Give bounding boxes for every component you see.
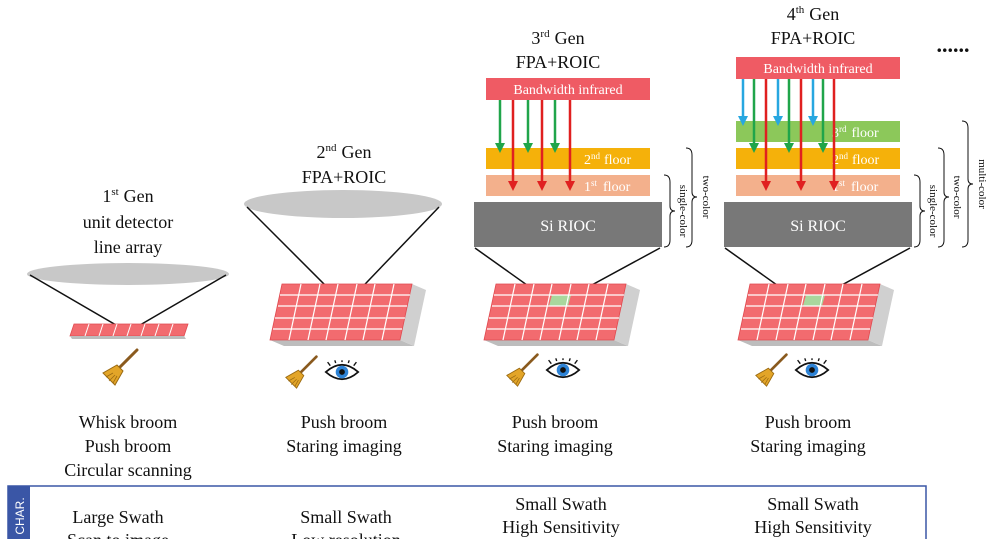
broom-icon bbox=[754, 353, 788, 388]
gen-title-line: FPA+ROIC bbox=[771, 28, 856, 48]
optics-lens bbox=[27, 263, 229, 285]
characteristic: Large Swath bbox=[72, 507, 163, 527]
eye-icon bbox=[545, 358, 581, 379]
svg-text:two-color: two-color bbox=[951, 176, 963, 219]
bracket-two-color: two-color bbox=[685, 147, 712, 248]
svg-text:two-color: two-color bbox=[700, 176, 712, 219]
scan-mode: Push broom bbox=[85, 436, 172, 456]
scan-mode: Push broom bbox=[512, 412, 599, 432]
highlighted-pixel bbox=[549, 295, 571, 306]
highlighted-pixel bbox=[803, 295, 825, 306]
svg-text:single-color: single-color bbox=[677, 185, 689, 238]
arrows-blue bbox=[738, 79, 818, 126]
gen-title-line: unit detector bbox=[83, 212, 173, 232]
infrared-band bbox=[736, 57, 900, 79]
characteristic: High Sensitivity bbox=[502, 517, 620, 537]
arrows-green bbox=[749, 79, 828, 153]
infrared-band-label: Bandwidth infrared bbox=[513, 83, 622, 98]
characteristic: Low resolution bbox=[291, 530, 401, 539]
si-roic-chip bbox=[474, 202, 662, 247]
characteristics-label: CHAR. bbox=[13, 497, 27, 534]
roic-label: Si RIOC bbox=[790, 218, 846, 235]
bracket-single-color: single-color bbox=[913, 174, 939, 248]
arrows-red bbox=[761, 79, 839, 191]
broom-icon bbox=[101, 348, 139, 387]
scan-mode: Push broom bbox=[765, 412, 852, 432]
eye-icon bbox=[794, 358, 830, 379]
optics-lens bbox=[244, 190, 442, 218]
floor-3 bbox=[736, 121, 900, 142]
scan-mode: Staring imaging bbox=[286, 436, 402, 456]
scan-mode: Push broom bbox=[301, 412, 388, 432]
characteristic: Small Swath bbox=[515, 494, 607, 514]
bracket-two-color: two-color bbox=[937, 147, 963, 248]
arrows-red bbox=[508, 100, 575, 191]
svg-text:single-color: single-color bbox=[927, 185, 939, 238]
roic-label: Si RIOC bbox=[540, 218, 596, 235]
characteristics-row: CHAR. Large Swath Scan to image Small Sw… bbox=[7, 485, 927, 539]
svg-text:multi-color: multi-color bbox=[976, 159, 988, 209]
si-roic-chip bbox=[724, 202, 912, 247]
characteristic: Scan to image bbox=[67, 530, 169, 539]
arrows-green bbox=[495, 100, 560, 153]
infrared-band-label: Bandwidth infrared bbox=[763, 62, 872, 77]
scan-mode: Staring imaging bbox=[750, 436, 866, 456]
focal-plane-array bbox=[737, 283, 894, 346]
scan-mode: Staring imaging bbox=[497, 436, 613, 456]
characteristics-label-tab bbox=[8, 486, 30, 539]
focal-plane-array bbox=[483, 283, 640, 346]
floor-1 bbox=[736, 175, 900, 196]
gen-title-line: FPA+ROIC bbox=[516, 52, 601, 72]
characteristic: High Sensitivity bbox=[754, 517, 872, 537]
scan-mode: Circular scanning bbox=[64, 460, 191, 480]
bracket-multi-color: multi-color bbox=[961, 120, 988, 248]
broom-icon bbox=[284, 355, 318, 390]
bracket-single-color: single-color bbox=[663, 174, 689, 248]
scan-mode: Whisk broom bbox=[79, 412, 178, 432]
focal-plane-array bbox=[269, 283, 426, 346]
characteristic: Small Swath bbox=[300, 507, 392, 527]
eye-icon bbox=[324, 360, 360, 381]
floor-2 bbox=[486, 148, 650, 169]
floor-2 bbox=[736, 148, 900, 169]
line-array-detector bbox=[69, 323, 189, 339]
gen-title-line: line array bbox=[94, 237, 162, 257]
broom-icon bbox=[505, 353, 539, 388]
infrared-band bbox=[486, 78, 650, 100]
continuation-ellipsis: ...... bbox=[937, 32, 970, 57]
gen-title-line: FPA+ROIC bbox=[302, 167, 387, 187]
characteristic: Small Swath bbox=[767, 494, 859, 514]
